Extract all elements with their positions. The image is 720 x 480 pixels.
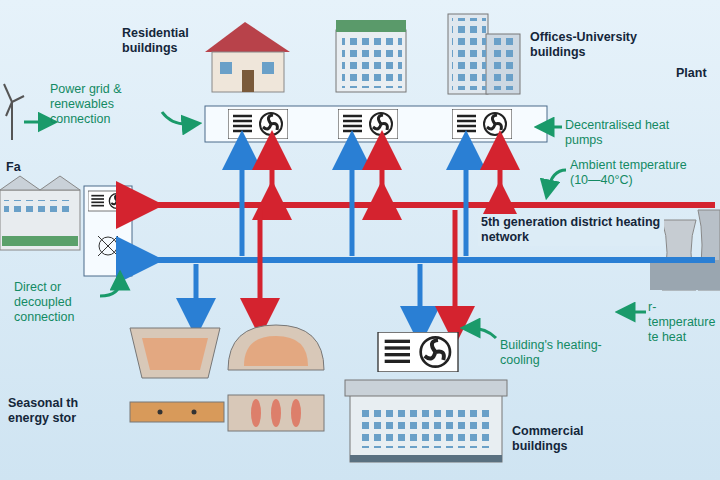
callout-text: Decentralised heat pumps [565,118,675,148]
callout-text: Power grid & renewables connection [50,82,162,127]
building-label: Commercial buildings [512,424,612,454]
building-label: Offices-University buildings [530,30,660,60]
callout-text: Ambient temperature (10—40°C) [570,158,700,188]
building-label: Residential buildings [122,26,204,56]
callout-text: r-temperature te heat [648,300,716,345]
callout-text: Direct or decoupled connection [14,280,100,325]
network-label: 5th generation district heating network [478,214,664,246]
plant-label: Plant [676,66,707,81]
factory-label: Fa [6,160,21,175]
storage-label: Seasonal th energy stor [8,396,120,426]
callout-text: Building's heating-cooling [500,338,612,368]
